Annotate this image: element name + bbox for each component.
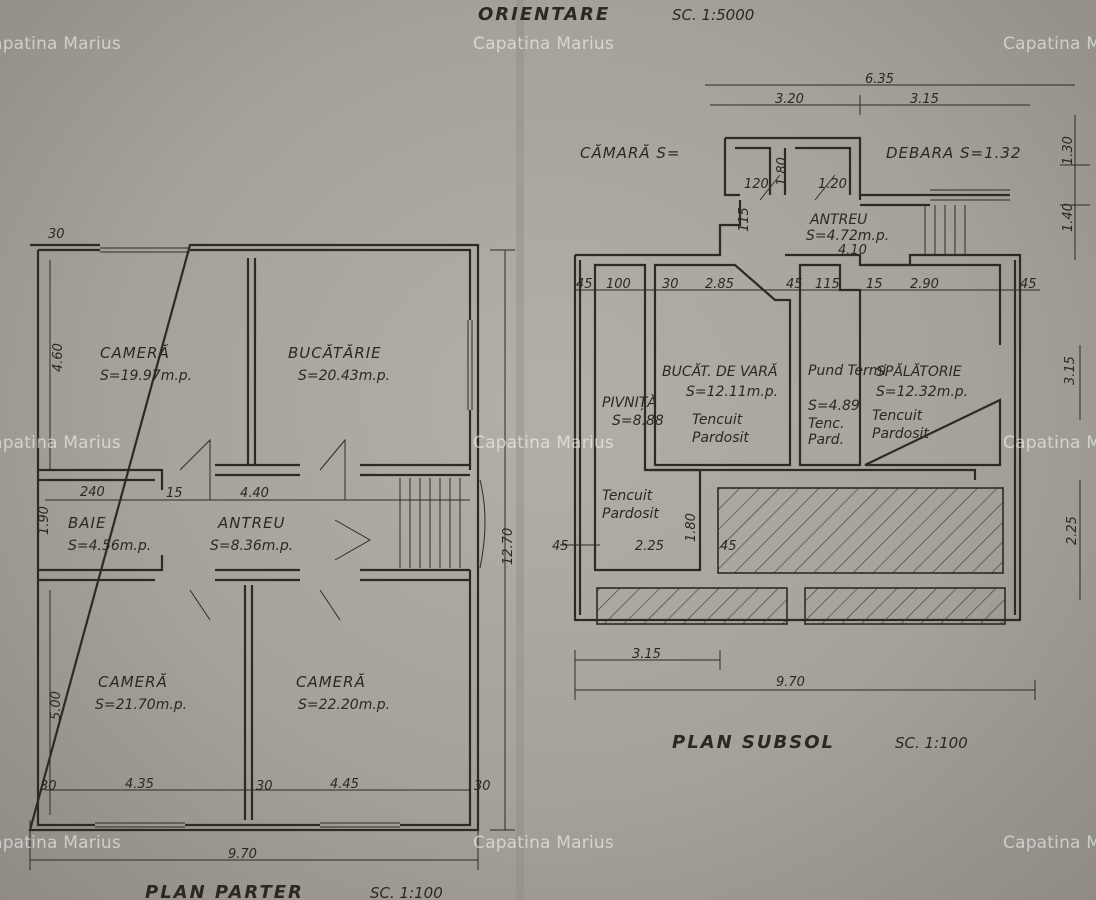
- ground-floor-plan: 30 4.60 240 15 4.40 1.90 5.00 30 4.35 30…: [28, 227, 516, 900]
- gf-dim-4-60: 4.60: [51, 343, 66, 372]
- watermark-7: Capatina Marius: [0, 833, 121, 853]
- bs-storage-label: DEBARA S=1.32: [886, 144, 1022, 162]
- bs-dim-1-80-top: 1.80: [775, 157, 790, 186]
- bs-finish-4: Pard.: [808, 432, 844, 448]
- gf-room-6-name: CAMERĂ: [296, 672, 366, 691]
- bs-finish-5: Tencuit: [872, 408, 923, 424]
- bs-dim-1-30: 1.30: [1061, 136, 1076, 165]
- gf-dim-240: 240: [80, 485, 105, 500]
- bs-dim-4-10: 4.10: [838, 243, 867, 258]
- bs-dim-2-85: 2.85: [705, 277, 734, 292]
- watermark-4: Capatina Marius: [0, 433, 121, 453]
- basement-hatched-area-2: [596, 587, 788, 625]
- gf-room-5-area: S=21.70m.p.: [95, 697, 187, 713]
- gf-title: PLAN PARTER: [145, 882, 304, 900]
- gf-dim-30-a: 30: [40, 779, 57, 794]
- bs-dim-45-c: 45: [1020, 277, 1037, 292]
- watermark-6: Capatina Marius: [1003, 433, 1096, 453]
- watermark-3: Capatina Marius: [1003, 34, 1096, 54]
- watermark-1: Capatina Marius: [0, 34, 121, 54]
- gf-dim-15: 15: [166, 486, 183, 501]
- bs-hall-label: ANTREU: [809, 212, 867, 228]
- bs-finish-6: Pardosit: [872, 426, 929, 442]
- bs-dim-2-25-side: 2.25: [1065, 516, 1080, 545]
- gf-room-2-name: BUCĂTĂRIE: [288, 343, 382, 362]
- watermark-2: Capatina Marius: [473, 34, 614, 54]
- bs-dim-3-20: 3.20: [775, 92, 804, 107]
- gf-dim-30-b: 30: [256, 779, 273, 794]
- gf-dim-1-90: 1.90: [37, 506, 52, 535]
- gf-room-6-area: S=22.20m.p.: [298, 697, 390, 713]
- gf-dim-30-c: 30: [474, 779, 491, 794]
- gf-dim-30-top: 30: [48, 227, 65, 242]
- bs-cellar-label: PIVNIȚĂ: [602, 394, 657, 411]
- gf-room-1-area: S=19.97m.p.: [100, 368, 192, 384]
- bs-heating-area: S=4.89: [808, 398, 860, 414]
- watermark-5: Capatina Marius: [473, 433, 614, 453]
- bs-finish-1: Tencuit: [692, 412, 743, 428]
- bs-finish-8: Pardosit: [602, 506, 659, 522]
- bs-dim-9-70: 9.70: [776, 675, 805, 690]
- bs-dim-45-a: 45: [576, 277, 593, 292]
- bs-hall-area: S=4.72m.p.: [806, 228, 889, 244]
- bs-heating-label: Pund Termi: [808, 363, 886, 379]
- gf-room-5-name: CAMERĂ: [98, 672, 168, 691]
- bs-dim-45-b: 45: [786, 277, 803, 292]
- gf-room-4-area: S=8.36m.p.: [210, 538, 293, 554]
- bs-dim-115-b: 115: [815, 277, 840, 292]
- orientation-title: ORIENTARE: [478, 4, 610, 25]
- gf-dim-4-35: 4.35: [125, 777, 154, 792]
- bs-dim-45-e: 45: [552, 539, 569, 554]
- gf-dim-5-00: 5.00: [49, 691, 64, 720]
- bs-finish-2: Pardosit: [692, 430, 749, 446]
- bs-dim-1-80-low: 1.80: [684, 513, 699, 542]
- bs-dim-1-40: 1.40: [1061, 203, 1076, 232]
- gf-dim-4-40: 4.40: [240, 486, 269, 501]
- bs-dim-45-d: 45: [720, 539, 737, 554]
- basement-hatched-area-1: [717, 487, 1004, 574]
- gf-dim-4-45: 4.45: [330, 777, 359, 792]
- bs-laundry-area: S=12.32m.p.: [876, 384, 968, 400]
- bs-dim-120: 120: [744, 177, 769, 192]
- bs-dim-15: 15: [866, 277, 883, 292]
- bs-pantry-label: CĂMARĂ S=: [580, 143, 680, 162]
- bs-dim-3-15-bottom: 3.15: [632, 647, 661, 662]
- bs-dim-2-25-low: 2.25: [635, 539, 664, 554]
- orientation-scale: SC. 1:5000: [672, 6, 754, 24]
- bs-dim-3-15-side: 3.15: [1063, 356, 1078, 385]
- gf-dim-9-70: 9.70: [228, 847, 257, 862]
- bs-cellar-area: S=8.88: [612, 413, 664, 429]
- gf-scale: SC. 1:100: [370, 884, 443, 900]
- gf-room-3-name: BAIE: [68, 514, 106, 532]
- bs-finish-7: Tencuit: [602, 488, 653, 504]
- gf-room-1-name: CAMERĂ: [100, 343, 170, 362]
- bs-dim-2-90: 2.90: [910, 277, 939, 292]
- bs-summer-kitchen-area: S=12.11m.p.: [686, 384, 778, 400]
- gf-room-3-area: S=4.56m.p.: [68, 538, 151, 554]
- bs-dim-30: 30: [662, 277, 679, 292]
- bs-finish-3: Tenc.: [808, 416, 844, 432]
- bs-dim-1-20: 1.20: [818, 177, 847, 192]
- bs-summer-kitchen-label: BUCĂT. DE VARĂ: [662, 363, 778, 380]
- watermark-9: Capatina Marius: [1003, 833, 1096, 853]
- gf-room-4-name: ANTREU: [217, 514, 286, 532]
- watermark-8: Capatina Marius: [473, 833, 614, 853]
- bs-laundry-label: SPĂLĂTORIE: [876, 363, 962, 380]
- orientation-heading: ORIENTARE SC. 1:5000: [478, 4, 754, 25]
- bs-dim-3-15-top: 3.15: [910, 92, 939, 107]
- bs-dim-6-35: 6.35: [865, 72, 894, 87]
- basement-plan: 6.35 3.20 3.15 1.30 1.40 120 1.80 1.20 1…: [552, 72, 1090, 753]
- bs-dim-100: 100: [606, 277, 631, 292]
- bs-title: PLAN SUBSOL: [672, 732, 835, 753]
- gf-room-2-area: S=20.43m.p.: [298, 368, 390, 384]
- bs-scale: SC. 1:100: [895, 734, 968, 752]
- bs-dim-115-a: 115: [737, 207, 752, 232]
- gf-dim-12-70: 12.70: [501, 528, 516, 565]
- basement-hatched-area-3: [804, 587, 1006, 625]
